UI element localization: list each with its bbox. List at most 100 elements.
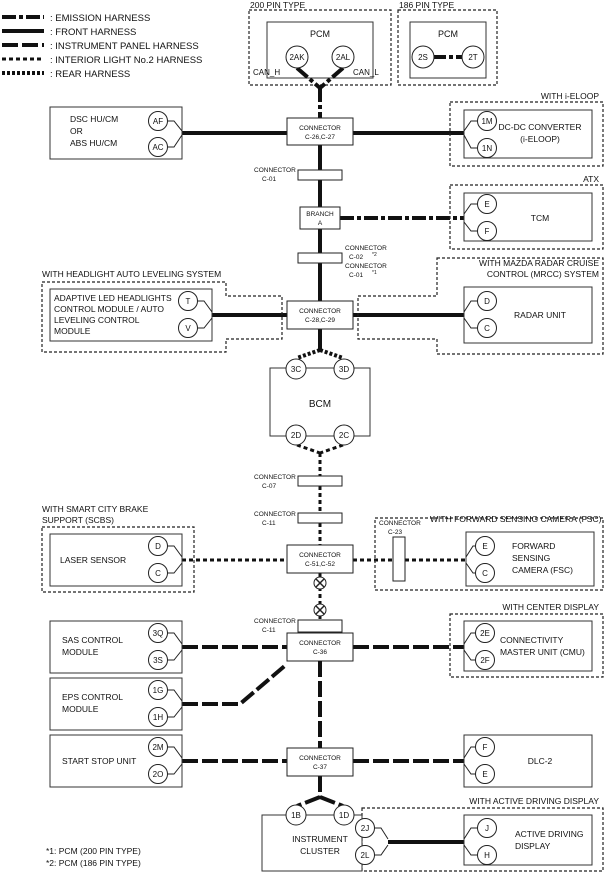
- pin-label: 3S: [153, 656, 163, 665]
- pin-label: 2L: [361, 851, 370, 860]
- pin-label: 1N: [482, 144, 492, 153]
- pin-pcm186-2t[interactable]: 2T: [461, 45, 485, 69]
- pin-dcdc-1m[interactable]: 1M: [477, 111, 497, 131]
- pin-ic-1b[interactable]: 1B: [285, 804, 307, 826]
- fork-add: [463, 827, 478, 856]
- pin-label: 2AK: [289, 53, 305, 62]
- wire-c37-to-ic-1d: [319, 795, 344, 808]
- pin-eps-1h[interactable]: 1H: [148, 707, 168, 727]
- pin-fsc-c[interactable]: C: [475, 563, 495, 583]
- connector-c26-c27[interactable]: CONNECTOR C-26,C-27: [286, 117, 354, 146]
- wire-bcm-2d-to-trunk: [296, 443, 321, 455]
- twisted-pair-icon: [313, 576, 327, 590]
- led-label-3: LEVELING CONTROL: [54, 315, 140, 325]
- connector-c28-c29[interactable]: CONNECTOR C-28,C-29: [286, 300, 354, 330]
- pin-label: C: [482, 569, 488, 578]
- pin-start-2m[interactable]: 2M: [148, 737, 168, 757]
- pin-label: E: [482, 770, 487, 779]
- pin-label: 2S: [418, 53, 428, 62]
- pin-tcm-f[interactable]: F: [477, 221, 497, 241]
- instrument-cluster-label-2: CLUSTER: [300, 846, 340, 856]
- pin-pcm200-2ak[interactable]: 2AK: [285, 45, 309, 69]
- pin-label: 3Q: [153, 629, 164, 638]
- connector-c02[interactable]: CONNECTOR C-02 *2 CONNECTOR C-01 *1: [297, 245, 387, 279]
- fork-sas: [167, 632, 183, 661]
- pin-ic-2l[interactable]: 2L: [355, 845, 375, 865]
- connector-c11-upper[interactable]: CONNECTOR C-11: [254, 511, 343, 527]
- group-eloop: [449, 101, 604, 167]
- pin-add-j[interactable]: J: [477, 818, 497, 838]
- connector-c26-id: C-26,C-27: [305, 134, 335, 141]
- group-scbs-label-2: SUPPORT (SCBS): [42, 515, 114, 525]
- fork-dsc: [167, 120, 183, 148]
- wires: [182, 88, 466, 844]
- group-atx: [449, 184, 604, 250]
- pin-bcm-2c[interactable]: 2C: [333, 424, 355, 446]
- connector-c51-label: CONNECTOR: [299, 552, 341, 559]
- connector-c01[interactable]: CONNECTOR C-01: [254, 167, 343, 183]
- pin-dlc-f[interactable]: F: [475, 737, 495, 757]
- active-display-label-2: DISPLAY: [515, 841, 551, 851]
- fork-radar: [463, 300, 478, 329]
- pin-bcm-3d[interactable]: 3D: [333, 358, 355, 380]
- pin-bcm-3c[interactable]: 3C: [285, 358, 307, 380]
- pin-dsc-ac[interactable]: AC: [148, 137, 168, 157]
- pin-label: 2M: [152, 743, 163, 752]
- pin-cmu-2f[interactable]: 2F: [475, 650, 495, 670]
- connector-c23-id: C-23: [388, 529, 402, 536]
- pin-sas-3q[interactable]: 3Q: [148, 623, 168, 643]
- pin-fsc-e[interactable]: E: [475, 536, 495, 556]
- connector-c36[interactable]: CONNECTOR C-36: [286, 632, 354, 662]
- pin-cmu-2e[interactable]: 2E: [475, 623, 495, 643]
- pin-eps-1g[interactable]: 1G: [148, 680, 168, 700]
- fork-led: [197, 300, 213, 329]
- group-headlight: [41, 281, 283, 353]
- pin-start-2o[interactable]: 2O: [148, 764, 168, 784]
- connector-c07[interactable]: CONNECTOR C-07: [254, 474, 343, 490]
- connector-c11-lower[interactable]: CONNECTOR C-11: [254, 618, 343, 634]
- pin-dlc-e[interactable]: E: [475, 764, 495, 784]
- pin-led-v[interactable]: V: [178, 318, 198, 338]
- fork-start: [167, 746, 183, 775]
- fork-ic: [374, 827, 389, 856]
- pin-laser-c[interactable]: C: [148, 563, 168, 583]
- wire-pcm200-2ak: [295, 66, 322, 90]
- group-headlight-label: WITH HEADLIGHT AUTO LEVELING SYSTEM: [42, 269, 221, 279]
- legend-rear-label: : REAR HARNESS: [50, 69, 130, 80]
- cmu-label-2: MASTER UNIT (CMU): [500, 647, 585, 657]
- pin-label: F: [485, 227, 490, 236]
- pin-sas-3s[interactable]: 3S: [148, 650, 168, 670]
- group-pcm-186-label: 186 PIN TYPE: [399, 0, 454, 10]
- pin-label: 1M: [481, 117, 492, 126]
- group-pcm-200-label: 200 PIN TYPE: [250, 0, 305, 10]
- connector-branch-a[interactable]: BRANCH A: [299, 206, 341, 230]
- legend-front-label: : FRONT HARNESS: [50, 27, 136, 38]
- pcm-200-box[interactable]: [266, 21, 374, 79]
- bcm-box[interactable]: [269, 367, 371, 437]
- pin-led-t[interactable]: T: [178, 291, 198, 311]
- connector-c23[interactable]: CONNECTOR C-23: [379, 520, 421, 582]
- pin-bcm-2d[interactable]: 2D: [285, 424, 307, 446]
- group-fsc-label: WITH FORWARD SENSING CAMERA (FSC): [430, 514, 602, 524]
- branch-label: BRANCH: [306, 211, 334, 218]
- pin-dsc-af[interactable]: AF: [148, 111, 168, 131]
- pin-radar-d[interactable]: D: [477, 291, 497, 311]
- pin-label: D: [484, 297, 490, 306]
- pin-label: 2J: [361, 824, 369, 833]
- pin-dcdc-1n[interactable]: 1N: [477, 138, 497, 158]
- pin-laser-d[interactable]: D: [148, 536, 168, 556]
- group-active-display-label: WITH ACTIVE DRIVING DISPLAY: [469, 796, 599, 806]
- pin-add-h[interactable]: H: [477, 845, 497, 865]
- pin-radar-c[interactable]: C: [477, 318, 497, 338]
- pin-tcm-e[interactable]: E: [477, 194, 497, 214]
- connector-c51-c52[interactable]: CONNECTOR C-51,C-52: [286, 544, 354, 574]
- pin-ic-2j[interactable]: 2J: [355, 818, 375, 838]
- pin-ic-1d[interactable]: 1D: [333, 804, 355, 826]
- legend: : EMISSION HARNESS : FRONT HARNESS : INS…: [2, 13, 202, 80]
- group-pcm-200: [248, 9, 392, 86]
- wire-c28-to-bcm-3c: [296, 348, 321, 360]
- connector-c37[interactable]: CONNECTOR C-37: [286, 747, 354, 777]
- active-display-label-1: ACTIVE DRIVING: [515, 829, 583, 839]
- pin-pcm200-2al[interactable]: 2AL: [331, 45, 355, 69]
- pin-pcm186-2s[interactable]: 2S: [411, 45, 435, 69]
